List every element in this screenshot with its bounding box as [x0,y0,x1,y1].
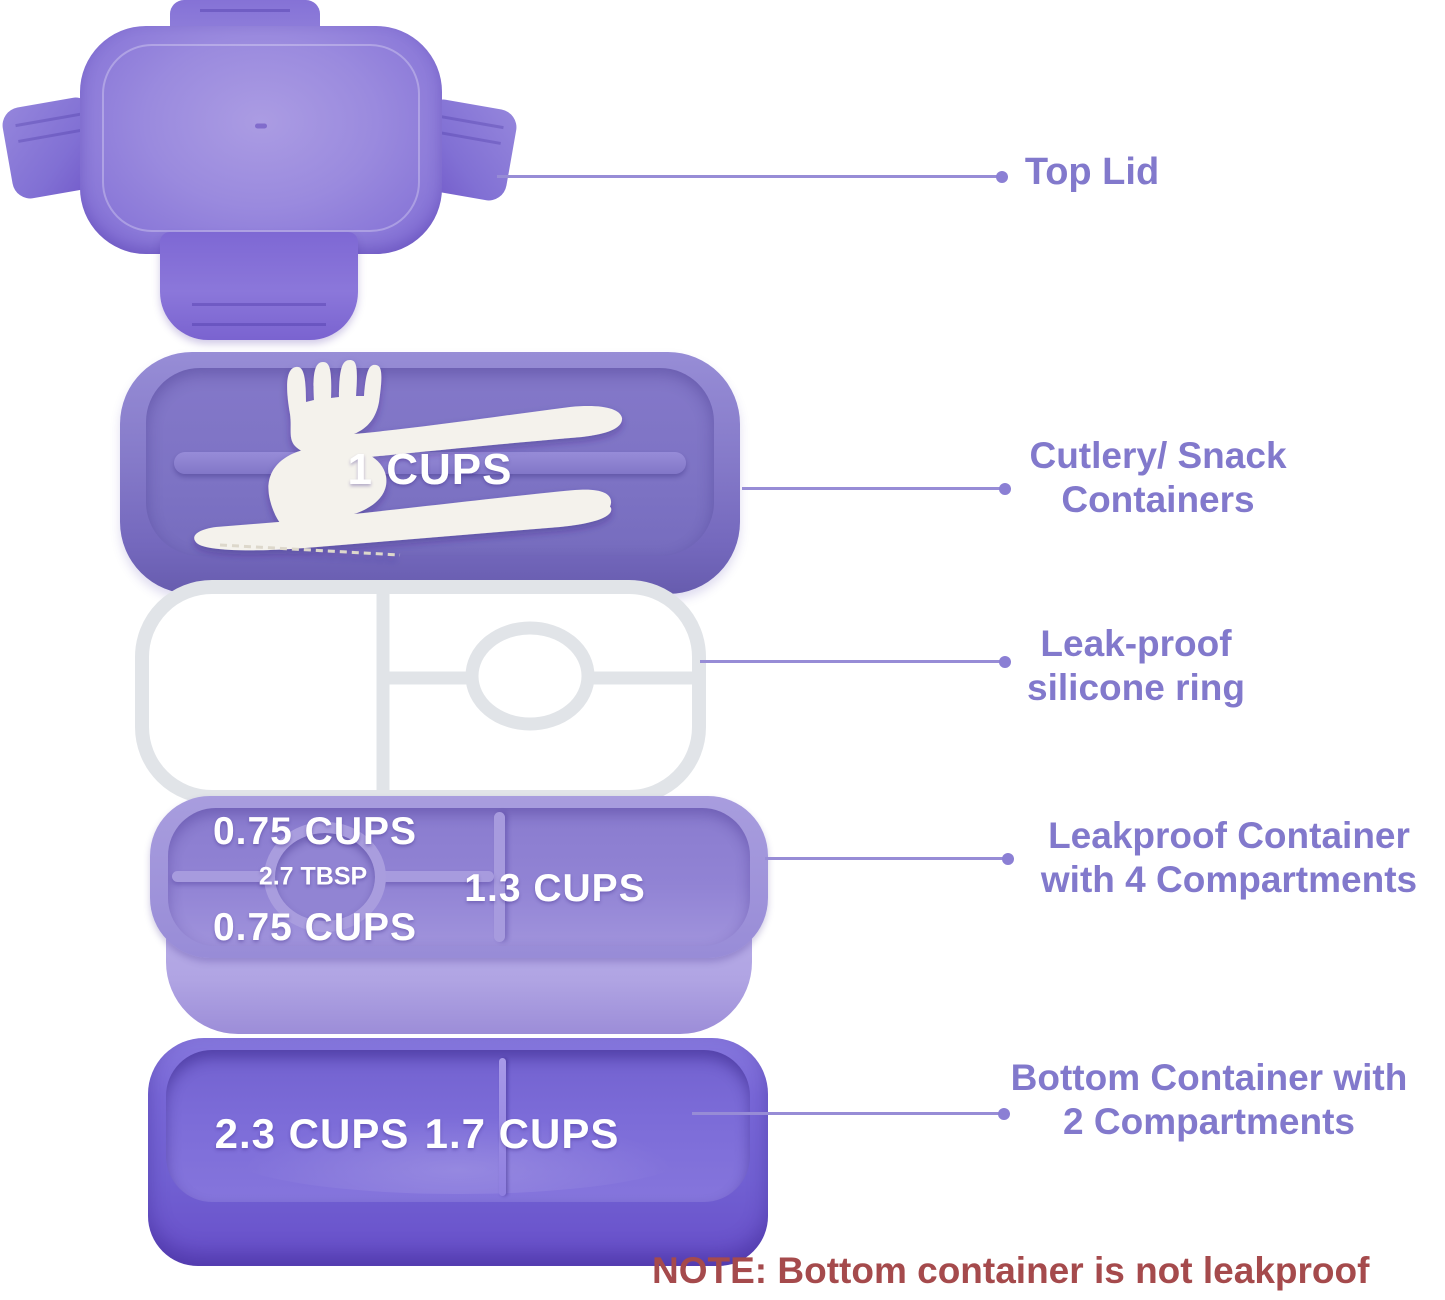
lid-inner-rim [102,44,420,232]
four-compartment-interior [168,808,750,946]
four-compartment-rim [150,796,768,958]
callout-text: Top Lid [1024,151,1160,193]
callout-line-ring [700,660,1005,663]
capacity-label-bottom-right-comp: 1.7 CUPS [424,1110,620,1157]
callout-line-bottom-container [692,1112,1004,1115]
lid-latch-front [160,232,358,340]
lid-body [80,26,442,254]
callout-text: Leakproof Container [1048,815,1410,856]
callout-text: silicone ring [1027,667,1245,708]
capacity-label-bottom-left: 0.75 CUPS [212,906,418,949]
callout-top-lid: Top Lid [1012,150,1172,194]
bottom-container-interior [166,1050,750,1202]
callout-text: Bottom Container with [1010,1057,1408,1098]
callout-text: Containers [1061,479,1255,520]
knife-serration [219,543,401,557]
callout-four-compartment: Leakproof Container with 4 Compartments [1012,814,1445,902]
callout-text: Cutlery/ Snack [1029,435,1287,476]
divider-vertical [493,812,505,942]
callout-text: 2 Compartments [1063,1101,1355,1142]
bottom-container-divider [498,1058,506,1196]
callout-text: Leak-proof [1040,623,1232,664]
cutlery-icon [194,360,623,557]
callout-line-cutlery [742,487,1005,490]
knife-icon [194,498,612,551]
callout-silicone-ring: Leak-proof silicone ring [996,622,1276,710]
callout-line-four-compartment [765,857,1008,860]
capacity-label-right: 1.3 CUPS [464,867,646,910]
capacity-label-top-left: 0.75 CUPS [212,810,418,853]
note-text: NOTE: Bottom container is not leakproof [652,1250,1370,1291]
four-compartment-container-image: 0.75 CUPS 2.7 TBSP 0.75 CUPS 1.3 CUPS [150,796,768,1042]
callout-cutlery-snack: Cutlery/ Snack Containers [1008,434,1308,522]
capacity-label-bottom-left-comp: 2.3 CUPS [214,1110,410,1157]
sauce-cup [264,822,387,932]
fork-icon [287,360,623,459]
callout-line-top-lid [497,175,1002,178]
silicone-ring-image [135,580,706,804]
lid-vent-mark [255,123,267,129]
cutlery-tray-image: 1 CUPS [120,352,740,594]
capacity-label-tray: 1 CUPS [347,445,513,494]
bottom-container-image: 2.3 CUPS 1.7 CUPS [148,1038,768,1266]
capacity-label-cup: 2.7 TBSP [258,862,368,891]
bottom-container-sheen [224,1111,692,1194]
callout-text: with 4 Compartments [1040,859,1418,900]
callout-bottom-container: Bottom Container with 2 Compartments [992,1056,1426,1144]
top-lid-image [0,0,520,345]
